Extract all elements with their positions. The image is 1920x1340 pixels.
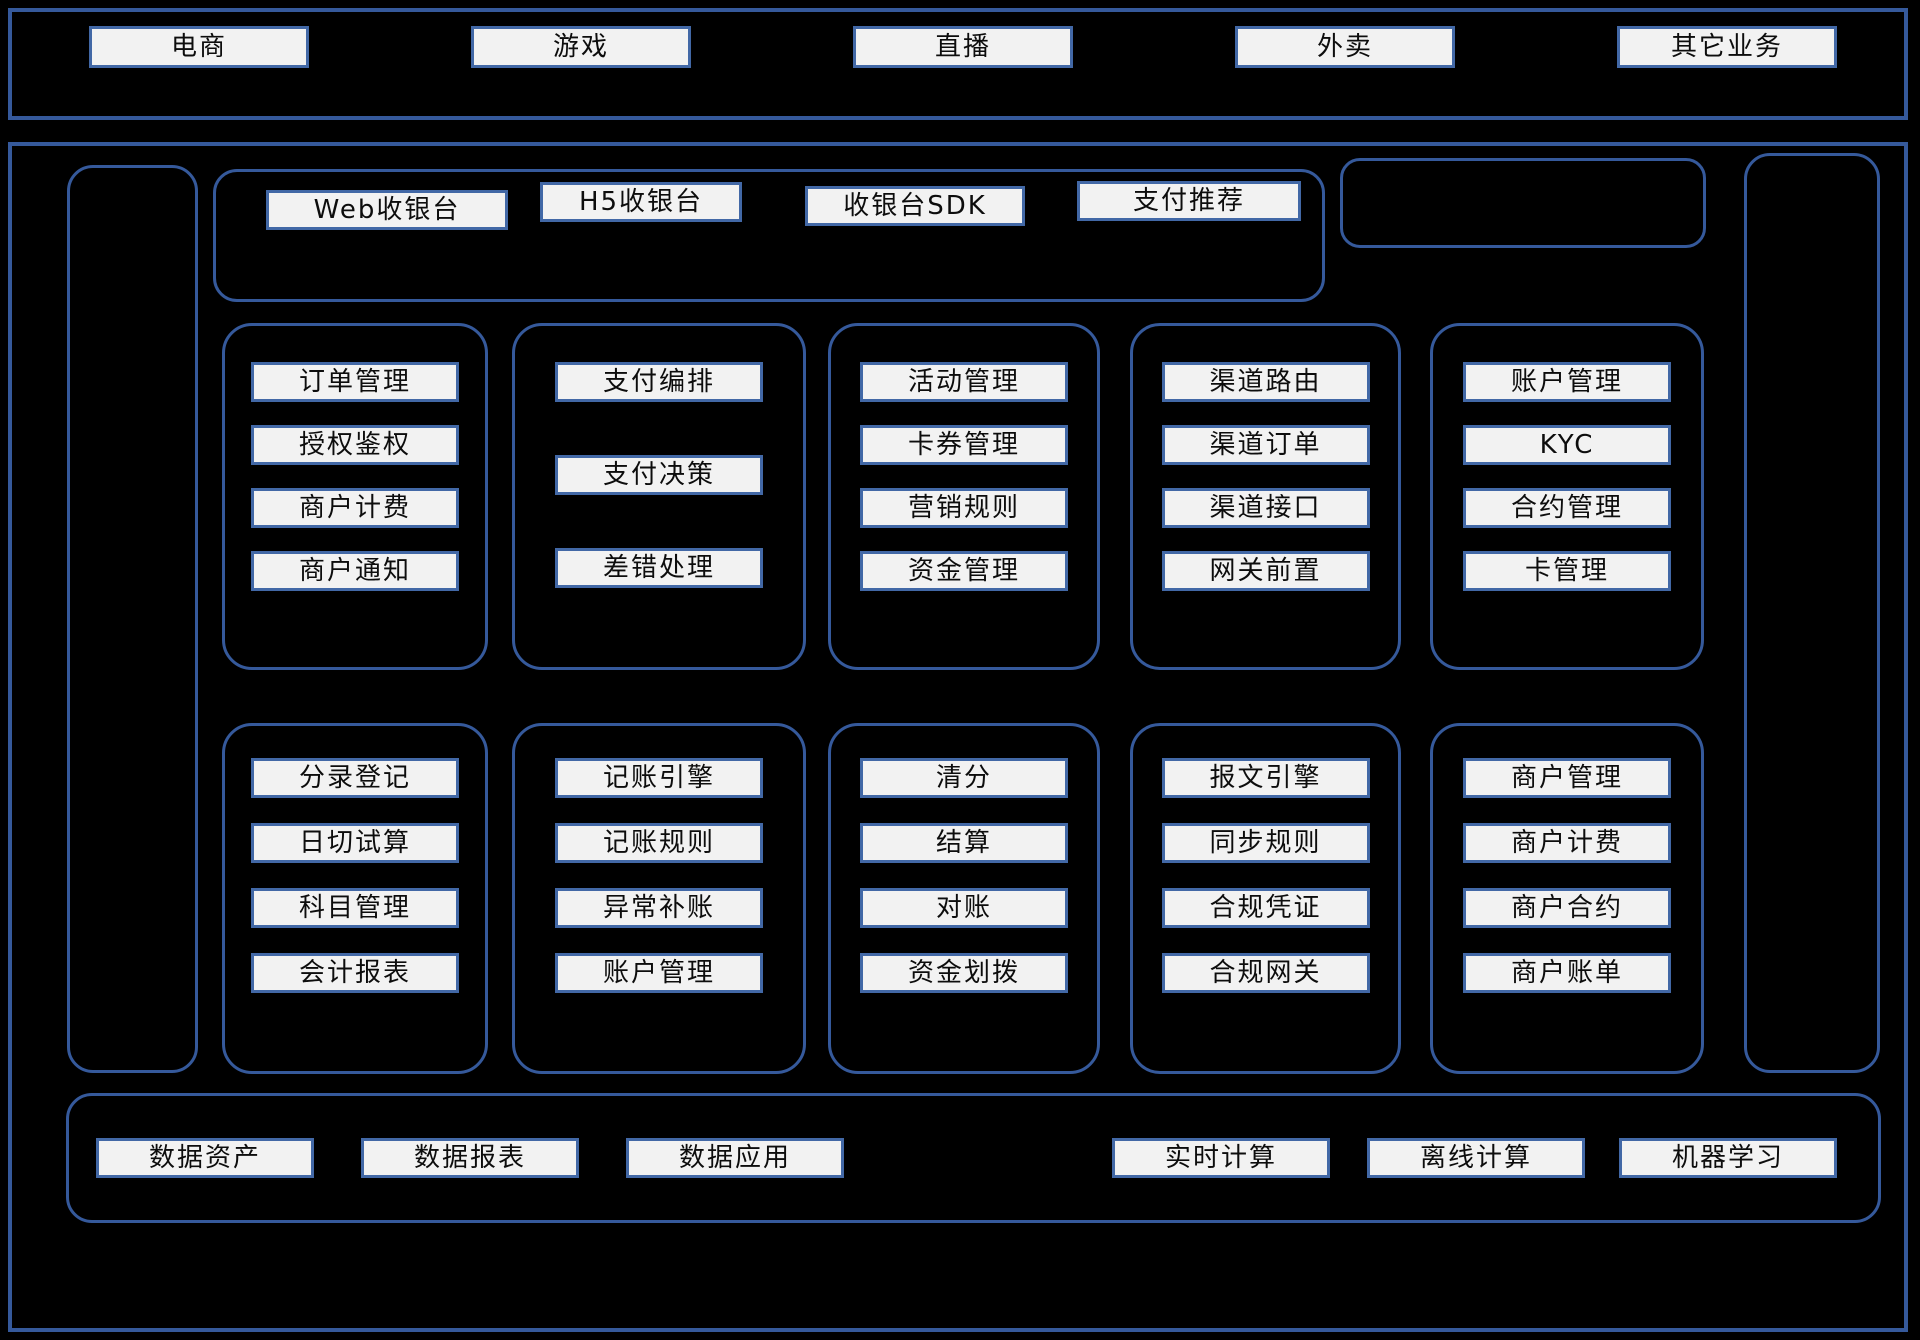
data-platform-band (66, 1093, 1881, 1223)
node-data-assets: 数据资产 (96, 1138, 314, 1178)
business-layer-band: 电商 游戏 直播 外卖 其它业务 (8, 8, 1908, 120)
node-auth: 授权鉴权 (251, 425, 459, 465)
acquiring-group: 订单管理 授权鉴权 商户计费 商户通知 (222, 323, 488, 670)
node-card-management: 卡管理 (1463, 551, 1671, 591)
node-account-management: 账户管理 (1463, 362, 1671, 402)
node-order-management: 订单管理 (251, 362, 459, 402)
bookkeeping-group: 记账引擎 记账规则 异常补账 账户管理 (512, 723, 806, 1074)
access-layer-empty-box (1340, 158, 1706, 248)
channel-group: 渠道路由 渠道订单 渠道接口 网关前置 (1130, 323, 1401, 670)
node-settlement: 结算 (860, 823, 1068, 863)
compliance-group: 报文引擎 同步规则 合规凭证 合规网关 (1130, 723, 1401, 1074)
node-realtime-computing: 实时计算 (1112, 1138, 1330, 1178)
ledger-group: 分录登记 日切试算 科目管理 会计报表 (222, 723, 488, 1074)
node-reconciliation: 对账 (860, 888, 1068, 928)
node-ecommerce: 电商 (89, 26, 309, 68)
node-campaign-management: 活动管理 (860, 362, 1068, 402)
node-kyc: KYC (1463, 425, 1671, 465)
node-h5-cashier: H5收银台 (540, 182, 742, 222)
node-entry-registration: 分录登记 (251, 758, 459, 798)
node-channel-interface: 渠道接口 (1161, 488, 1370, 528)
clearing-settlement-group: 清分 结算 对账 资金划拨 (828, 723, 1100, 1074)
node-merchant-bill: 商户账单 (1463, 953, 1671, 993)
right-sidebar (1744, 153, 1880, 1073)
node-other-business: 其它业务 (1617, 26, 1837, 68)
node-offline-computing: 离线计算 (1367, 1138, 1585, 1178)
merchant-group: 商户管理 商户计费 商户合约 商户账单 (1430, 723, 1704, 1074)
node-livestream: 直播 (853, 26, 1073, 68)
node-web-cashier: Web收银台 (266, 190, 508, 230)
node-subject-management: 科目管理 (251, 888, 459, 928)
node-gaming: 游戏 (471, 26, 691, 68)
node-clearing: 清分 (860, 758, 1068, 798)
node-accounting-report: 会计报表 (251, 953, 459, 993)
node-compliance-voucher: 合规凭证 (1161, 888, 1370, 928)
payment-engine-group: 支付编排 支付决策 差错处理 (512, 323, 806, 670)
node-merchant-billing: 商户计费 (251, 488, 459, 528)
left-sidebar (67, 165, 198, 1073)
node-machine-learning: 机器学习 (1619, 1138, 1837, 1178)
node-merchant-management: 商户管理 (1463, 758, 1671, 798)
node-data-applications: 数据应用 (626, 1138, 844, 1178)
node-exception-adjustment: 异常补账 (555, 888, 763, 928)
node-payment-orchestration: 支付编排 (555, 362, 763, 402)
marketing-funds-group: 活动管理 卡券管理 营销规则 资金管理 (828, 323, 1100, 670)
node-sync-rules: 同步规则 (1161, 823, 1370, 863)
node-merchant-notification: 商户通知 (251, 551, 459, 591)
node-payment-recommendation: 支付推荐 (1077, 181, 1301, 221)
node-contract-management: 合约管理 (1463, 488, 1671, 528)
node-marketing-rules: 营销规则 (860, 488, 1068, 528)
node-payment-decision: 支付决策 (555, 455, 763, 495)
node-account-management-2: 账户管理 (555, 953, 763, 993)
node-funds-transfer: 资金划拨 (860, 953, 1068, 993)
node-coupon-management: 卡券管理 (860, 425, 1068, 465)
node-funds-management: 资金管理 (860, 551, 1068, 591)
node-food-delivery: 外卖 (1235, 26, 1455, 68)
node-cashier-sdk: 收银台SDK (805, 186, 1025, 226)
node-gateway-front: 网关前置 (1161, 551, 1370, 591)
node-bookkeeping-engine: 记账引擎 (555, 758, 763, 798)
node-error-handling: 差错处理 (555, 548, 763, 588)
node-merchant-billing-2: 商户计费 (1463, 823, 1671, 863)
node-compliance-gateway: 合规网关 (1161, 953, 1370, 993)
node-bookkeeping-rules: 记账规则 (555, 823, 763, 863)
node-channel-routing: 渠道路由 (1161, 362, 1370, 402)
node-channel-order: 渠道订单 (1161, 425, 1370, 465)
account-group: 账户管理 KYC 合约管理 卡管理 (1430, 323, 1704, 670)
node-merchant-contract: 商户合约 (1463, 888, 1671, 928)
node-data-reports: 数据报表 (361, 1138, 579, 1178)
node-day-cut-trial: 日切试算 (251, 823, 459, 863)
node-message-engine: 报文引擎 (1161, 758, 1370, 798)
